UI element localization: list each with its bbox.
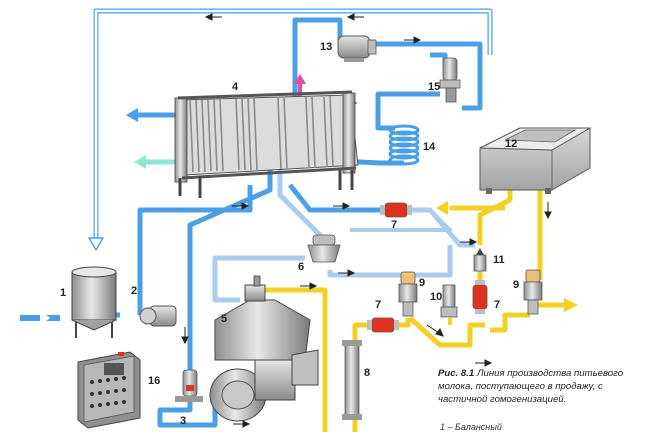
feed-pump bbox=[139, 305, 177, 327]
check-valve bbox=[440, 284, 458, 318]
flow-meter-right bbox=[472, 280, 488, 314]
caption-label: Рис. 8.1 bbox=[438, 368, 475, 379]
label-2: 2 bbox=[131, 285, 137, 297]
skim-milk-pipe bbox=[212, 255, 305, 303]
homogenizer bbox=[479, 127, 592, 194]
constant-pressure-valve bbox=[307, 234, 341, 263]
booster-pump bbox=[337, 35, 377, 62]
flow-meter-top bbox=[380, 202, 412, 218]
caption-text: Линия производства питьевого молока, пос… bbox=[438, 368, 624, 405]
holding-tube bbox=[388, 124, 420, 166]
label-12: 12 bbox=[505, 138, 517, 150]
label-7-left: 7 bbox=[375, 299, 381, 311]
label-6: 6 bbox=[298, 261, 304, 273]
flow-diversion-valve bbox=[439, 57, 461, 103]
control-panel bbox=[77, 351, 141, 429]
caption-continuation: 1 – Балансный bbox=[440, 422, 502, 432]
label-10: 10 bbox=[430, 291, 442, 303]
label-7-right: 7 bbox=[494, 299, 500, 311]
density-transmitter bbox=[342, 340, 362, 420]
figure-caption: Рис. 8.1 Линия производства питьевого мо… bbox=[438, 367, 650, 406]
label-14: 14 bbox=[423, 141, 436, 153]
pipe-to-pump-13 bbox=[292, 17, 343, 115]
label-7-top: 7 bbox=[391, 219, 397, 231]
balance-tank bbox=[71, 266, 117, 338]
flow-meter-left bbox=[367, 317, 399, 333]
label-13: 13 bbox=[320, 41, 332, 53]
cream-pipe bbox=[265, 287, 328, 432]
label-15: 15 bbox=[428, 81, 440, 93]
regulating-valve-right bbox=[523, 269, 543, 315]
regulating-valve-left bbox=[398, 271, 418, 317]
label-1: 1 bbox=[60, 287, 66, 299]
label-3: 3 bbox=[180, 415, 186, 427]
label-5: 5 bbox=[221, 313, 227, 325]
flow-controller bbox=[175, 369, 203, 402]
flow-arrows bbox=[181, 13, 552, 428]
label-9-left: 9 bbox=[419, 277, 425, 289]
shut-off-valve bbox=[473, 248, 487, 272]
label-9-right: 9 bbox=[513, 279, 519, 291]
label-4: 4 bbox=[232, 81, 239, 93]
label-8: 8 bbox=[364, 367, 370, 379]
label-11: 11 bbox=[493, 254, 505, 266]
plate-heat-exchanger bbox=[174, 90, 359, 198]
label-16: 16 bbox=[148, 375, 160, 387]
component-labels: 1 2 3 4 5 6 7 7 7 8 9 9 10 11 12 13 14 1… bbox=[60, 41, 519, 427]
separator bbox=[209, 275, 319, 422]
